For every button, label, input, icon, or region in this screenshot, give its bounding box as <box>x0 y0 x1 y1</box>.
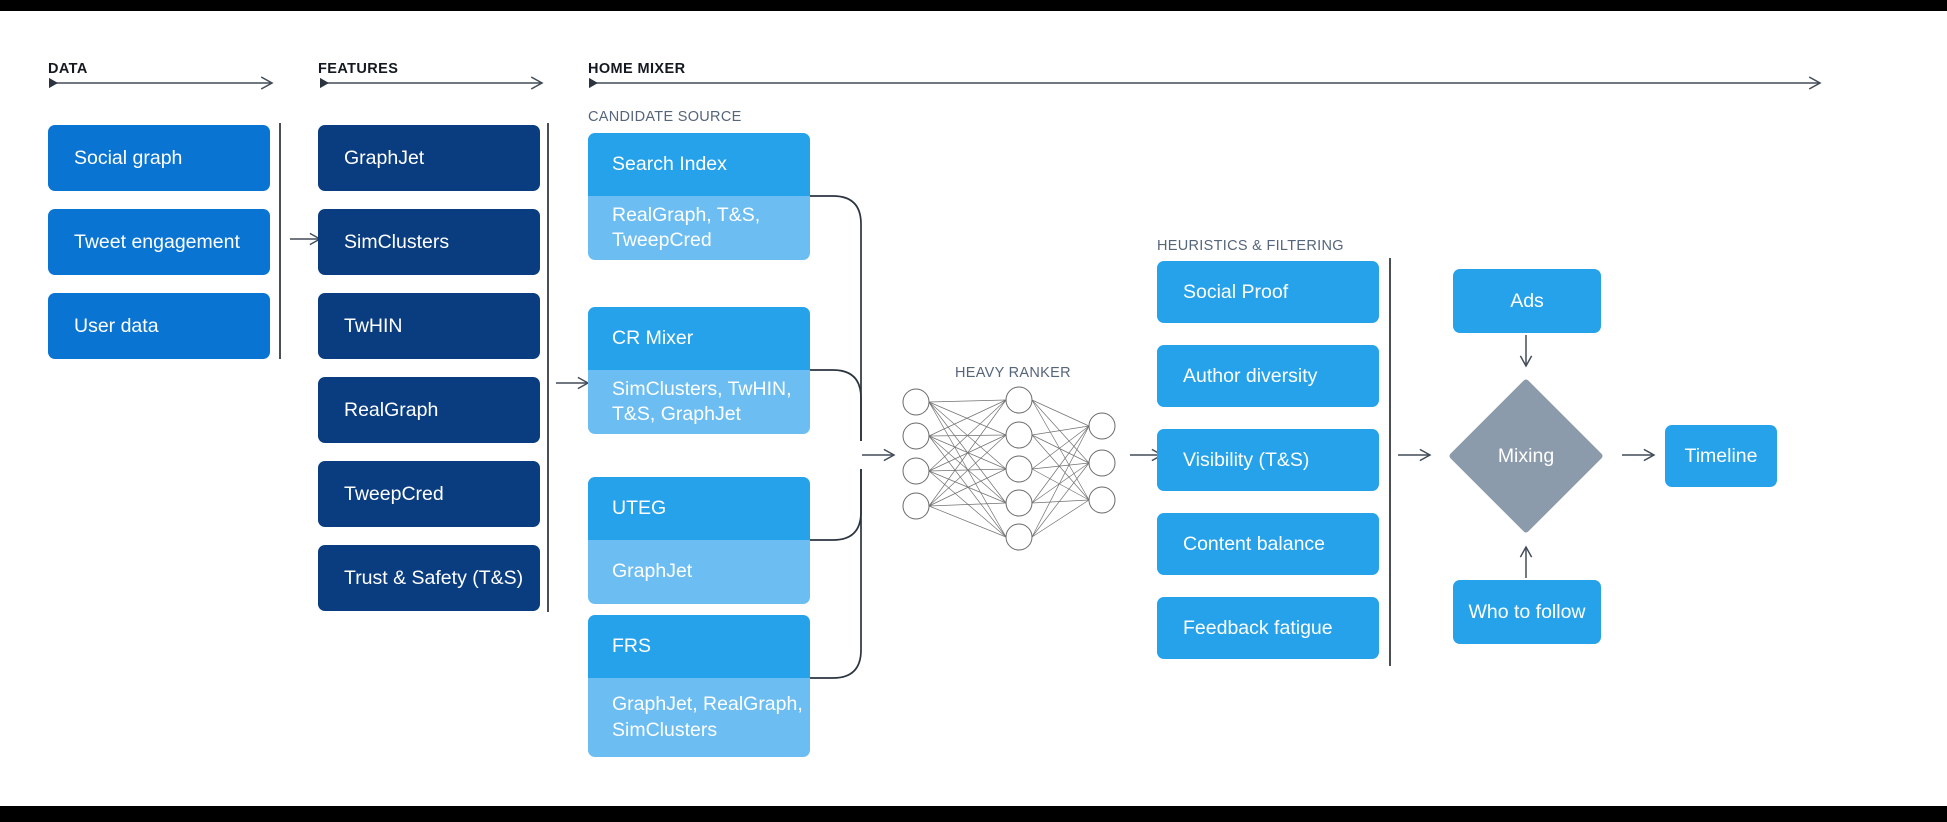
mixing-label: Mixing <box>1497 444 1555 467</box>
card-label: Visibility (T&S) <box>1183 448 1310 471</box>
feature-card-simclusters[interactable]: SimClusters <box>318 209 540 275</box>
card-label: Feedback fatigue <box>1183 616 1333 639</box>
candidate-source-card-uteg[interactable]: UTEG GraphJet <box>588 477 810 604</box>
neural-network-graphic <box>902 386 1116 551</box>
section-title-home-mixer: HOME MIXER <box>588 61 686 77</box>
candidate-source-card-search-index[interactable]: Search Index RealGraph, T&S, TweepCred <box>588 133 810 260</box>
card-label: Author diversity <box>1183 364 1318 387</box>
candidate-source-name: FRS <box>588 615 810 678</box>
heuristic-card-author-diversity[interactable]: Author diversity <box>1157 345 1379 407</box>
heuristic-card-content-balance[interactable]: Content balance <box>1157 513 1379 575</box>
candidate-merge-bracket <box>810 195 862 679</box>
card-label: TweepCred <box>344 482 444 505</box>
section-title-heuristics: HEURISTICS & FILTERING <box>1157 238 1344 254</box>
output-card-timeline[interactable]: Timeline <box>1665 425 1777 487</box>
data-card-user-data[interactable]: User data <box>48 293 270 359</box>
section-title-candidate-source: CANDIDATE SOURCE <box>588 109 742 125</box>
card-label: Social Proof <box>1183 280 1289 303</box>
diagram-canvas: DATA FEATURES HOME MIXER CANDIDATE SOURC… <box>0 11 1947 806</box>
candidate-source-features: GraphJet, RealGraph, SimClusters <box>588 678 810 757</box>
card-label: GraphJet <box>344 146 425 169</box>
heuristic-card-feedback-fatigue[interactable]: Feedback fatigue <box>1157 597 1379 659</box>
feature-card-twhin[interactable]: TwHIN <box>318 293 540 359</box>
candidate-source-features: RealGraph, T&S, TweepCred <box>588 196 810 260</box>
card-label: Content balance <box>1183 532 1326 555</box>
feature-card-tweepcred[interactable]: TweepCred <box>318 461 540 527</box>
output-card-ads[interactable]: Ads <box>1453 269 1601 333</box>
card-label: Trust & Safety (T&S) <box>344 566 524 589</box>
data-card-social-graph[interactable]: Social graph <box>48 125 270 191</box>
card-label: RealGraph <box>344 398 439 421</box>
candidate-source-card-cr-mixer[interactable]: CR Mixer SimClusters, TwHIN, T&S, GraphJ… <box>588 307 810 434</box>
connector-layer <box>49 76 1822 679</box>
card-label: SimClusters <box>344 230 450 253</box>
output-card-who-to-follow[interactable]: Who to follow <box>1453 580 1601 644</box>
heuristic-card-social-proof[interactable]: Social Proof <box>1157 261 1379 323</box>
card-label: Timeline <box>1684 444 1758 467</box>
section-title-heavy-ranker: HEAVY RANKER <box>955 365 1071 381</box>
section-title-features: FEATURES <box>318 61 399 77</box>
card-label: Ads <box>1510 289 1544 312</box>
candidate-source-features: SimClusters, TwHIN, T&S, GraphJet <box>588 370 810 434</box>
data-card-tweet-engagement[interactable]: Tweet engagement <box>48 209 270 275</box>
heuristic-card-visibility[interactable]: Visibility (T&S) <box>1157 429 1379 491</box>
feature-card-trust-safety[interactable]: Trust & Safety (T&S) <box>318 545 540 611</box>
card-label: User data <box>74 314 159 337</box>
card-label: Tweet engagement <box>74 230 240 253</box>
candidate-source-name: UTEG <box>588 477 810 540</box>
feature-card-realgraph[interactable]: RealGraph <box>318 377 540 443</box>
feature-card-graphjet[interactable]: GraphJet <box>318 125 540 191</box>
card-label: Who to follow <box>1468 600 1586 623</box>
candidate-source-name: CR Mixer <box>588 307 810 370</box>
card-label: TwHIN <box>344 314 403 337</box>
card-label: Social graph <box>74 146 183 169</box>
candidate-source-card-frs[interactable]: FRS GraphJet, RealGraph, SimClusters <box>588 615 810 757</box>
candidate-source-features: GraphJet <box>588 540 810 604</box>
candidate-source-name: Search Index <box>588 133 810 196</box>
section-title-data: DATA <box>48 61 88 77</box>
